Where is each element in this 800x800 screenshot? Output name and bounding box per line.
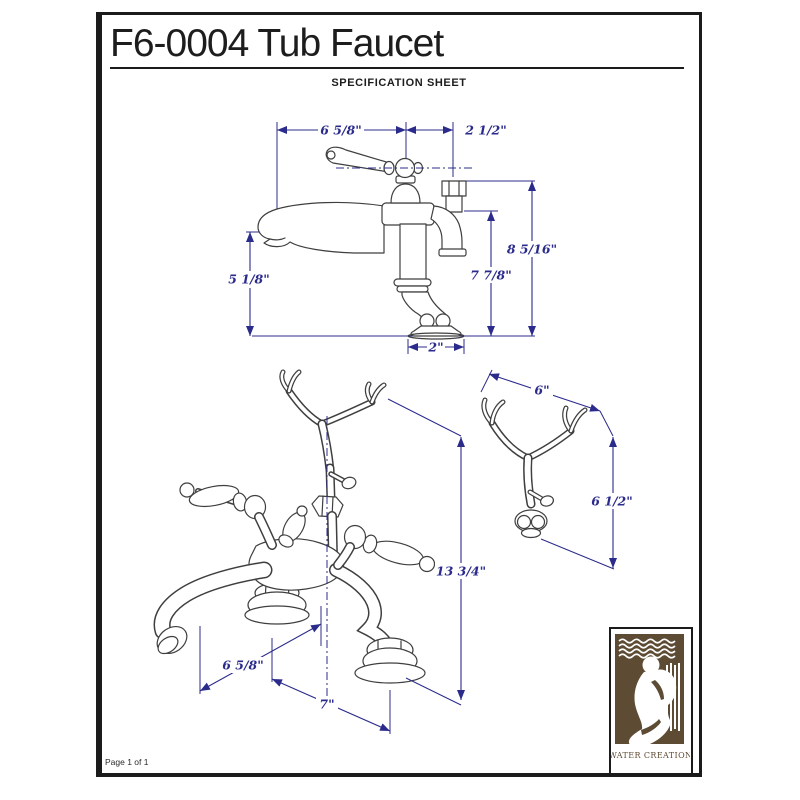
dim-cradle-height: 6 1/2" xyxy=(591,494,633,509)
logo-figure-detail xyxy=(641,680,664,735)
page-number-label: Page 1 of 1 xyxy=(105,757,149,767)
logo-kneeling-figure-icon xyxy=(628,656,677,747)
brand-logo: WATER CREATION xyxy=(609,627,693,775)
logo-waves-icon xyxy=(618,638,676,659)
page-title: F6-0004 Tub Faucet xyxy=(110,22,444,65)
dim-overall-height-perspective: 13 3/4" xyxy=(436,564,486,579)
title-divider xyxy=(110,67,684,69)
dim-spout-reach: 6 5/8" xyxy=(320,123,362,138)
dim-port-height: 7 7/8" xyxy=(470,268,512,283)
dim-base-width: 2" xyxy=(427,340,443,355)
dim-faucet-centers: 7" xyxy=(319,697,334,712)
dim-overall-height: 8 5/16" xyxy=(507,242,557,257)
dim-handle-to-port: 2 1/2" xyxy=(464,123,507,138)
dim-spout-to-center: 6 5/8" xyxy=(222,658,264,673)
dim-cradle-width: 6" xyxy=(534,383,549,398)
dim-spout-height: 5 1/8" xyxy=(228,272,270,287)
page-subtitle: SPECIFICATION SHEET xyxy=(331,77,467,89)
side-view-drawing: 6 5/8" 2 1/2" 5 1/8" 7 7/8" 8 5/16" 2" xyxy=(226,122,558,355)
cradle-detail-drawing: 6" 6 1/2" xyxy=(480,369,635,570)
logo-brand-text: WATER CREATION xyxy=(611,751,690,760)
perspective-drawing: 13 3/4" 6 5/8" 7" xyxy=(153,369,488,734)
water-creation-logo-graphic: WATER CREATION xyxy=(609,634,692,760)
